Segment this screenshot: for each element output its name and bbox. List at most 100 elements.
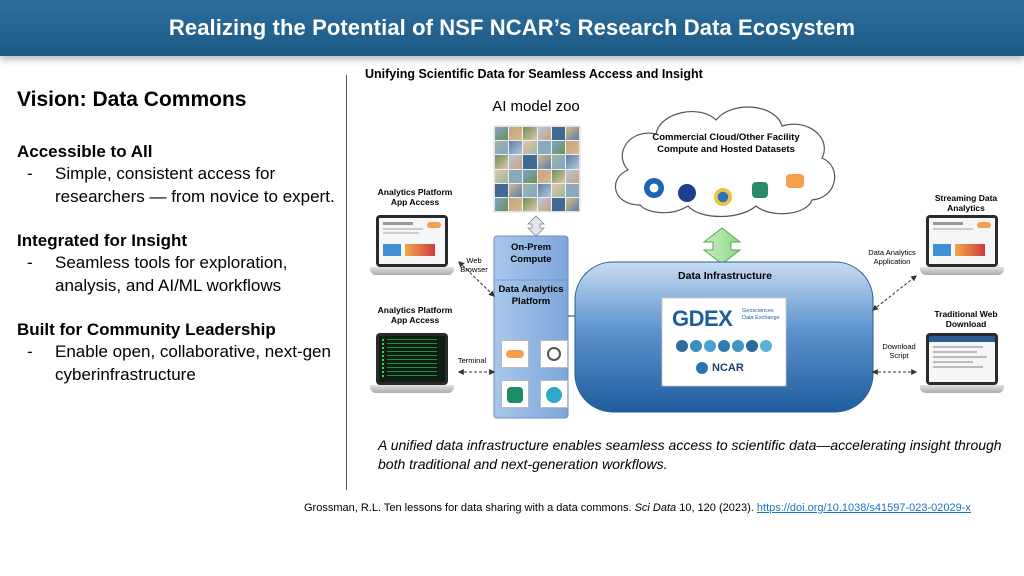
- bullet-item: - Seamless tools for exploration, analys…: [17, 251, 342, 297]
- model-thumbnail: [551, 141, 565, 155]
- bullet-text: Enable open, collaborative, next-gen cyb…: [55, 342, 331, 384]
- model-thumbnail: [537, 155, 551, 169]
- platform-tile-workflow: [540, 380, 568, 408]
- bullet-text: Simple, consistent access for researcher…: [55, 164, 335, 206]
- model-thumbnail: [537, 183, 551, 197]
- model-thumbnail: [565, 197, 579, 211]
- section-integrated: Integrated for Insight - Seamless tools …: [17, 231, 342, 297]
- data-analytics-platform-label: Data Analytics Platform: [498, 284, 564, 307]
- model-thumbnail: [523, 197, 537, 211]
- gdex-wordmark: GDEX: [672, 306, 733, 331]
- model-thumbnail: [495, 183, 509, 197]
- title-bar: Realizing the Potential of NSF NCAR’s Re…: [0, 0, 1024, 56]
- reference-text: Grossman, R.L. Ten lessons for data shar…: [304, 502, 635, 514]
- model-thumbnail: [551, 169, 565, 183]
- model-thumbnail: [495, 141, 509, 155]
- model-thumbnail: [551, 183, 565, 197]
- model-thumbnail: [523, 127, 537, 141]
- model-thumbnail: [509, 155, 523, 169]
- model-thumbnail: [565, 183, 579, 197]
- cloud-logo-icon: [752, 182, 768, 198]
- nsf-small-logo-icon: [696, 362, 708, 374]
- ai-model-zoo-grid: [493, 125, 581, 213]
- vertical-divider: [346, 75, 347, 490]
- model-thumbnail: [495, 127, 509, 141]
- model-thumbnail: [509, 127, 523, 141]
- traditional-download-label: Traditional Web Download: [934, 309, 998, 329]
- model-thumbnail: [537, 169, 551, 183]
- model-thumbnail: [495, 169, 509, 183]
- section-title: Built for Community Leadership: [17, 320, 276, 339]
- data-analytics-application-label: Data Analytics Application: [868, 248, 916, 266]
- section-title: Integrated for Insight: [17, 231, 187, 250]
- platform-tile-jupyter: [501, 340, 529, 368]
- cloud-infra-arrow: [702, 227, 742, 265]
- gdex-icon: [760, 340, 772, 352]
- jupyter-logo-icon: [786, 174, 804, 188]
- reference-journal: Sci Data: [634, 502, 677, 514]
- platform-tile-pangeo: [501, 380, 529, 408]
- left-panel: Vision: Data Commons Accessible to All -…: [17, 88, 342, 409]
- gdex-logo: GDEX Geosciences Data Exchange: [672, 306, 780, 332]
- noaa-logo-icon: [644, 178, 664, 198]
- section-community: Built for Community Leadership - Enable …: [17, 320, 342, 386]
- nasa-logo-icon: [678, 184, 696, 202]
- onprem-compute-label: On-Prem Compute: [510, 242, 552, 265]
- ai-model-zoo-label: AI model zoo: [492, 98, 580, 115]
- server-logo-icon: [547, 347, 561, 361]
- gdex-icon: [718, 340, 730, 352]
- gdex-icon: [690, 340, 702, 352]
- vision-heading: Vision: Data Commons: [17, 88, 247, 111]
- bullet-dash: -: [27, 253, 33, 272]
- model-thumbnail: [509, 169, 523, 183]
- laptop-terminal: [370, 333, 454, 401]
- bullet-dash: -: [27, 164, 33, 183]
- model-thumbnail: [537, 141, 551, 155]
- gdex-icon: [676, 340, 688, 352]
- gdex-icon: [746, 340, 758, 352]
- section-accessible: Accessible to All - Simple, consistent a…: [17, 142, 342, 208]
- model-thumbnail: [565, 155, 579, 169]
- ncar-wordmark: NCAR: [712, 362, 744, 374]
- laptop-traditional: [920, 333, 1004, 401]
- model-thumbnail: [509, 141, 523, 155]
- nsf-logo-icon: [714, 188, 732, 206]
- cloud-label: Commercial Cloud/Other Facility Compute …: [652, 132, 800, 155]
- section-title: Accessible to All: [17, 142, 153, 161]
- ncar-logo: NCAR: [696, 362, 760, 376]
- web-browser-label: Web Browser: [460, 256, 488, 274]
- model-thumbnail: [551, 127, 565, 141]
- platform-column-shape: [493, 235, 569, 419]
- model-thumbnail: [523, 141, 537, 155]
- diagram-caption: A unified data infrastructure enables se…: [378, 437, 1002, 472]
- model-thumbnail: [565, 169, 579, 183]
- reference-volume: 10, 120 (2023).: [676, 502, 757, 514]
- pangeo-logo-icon: [507, 387, 523, 403]
- bullet-dash: -: [27, 342, 33, 361]
- model-thumbnail: [565, 141, 579, 155]
- reference-link[interactable]: https://doi.org/10.1038/s41597-023-02029…: [756, 502, 971, 514]
- gdex-icon: [704, 340, 716, 352]
- model-thumbnail: [523, 169, 537, 183]
- bullet-item: - Enable open, collaborative, next-gen c…: [17, 340, 342, 386]
- model-thumbnail: [509, 197, 523, 211]
- model-thumbnail: [551, 197, 565, 211]
- model-thumbnail: [551, 155, 565, 169]
- page-title: Realizing the Potential of NSF NCAR’s Re…: [168, 15, 856, 40]
- cloud-shape: [614, 106, 836, 217]
- data-infrastructure-label: Data Infrastructure: [678, 270, 772, 282]
- analytics-platform-label-top: Analytics Platform App Access: [377, 187, 453, 207]
- diagram-subtitle: Unifying Scientific Data for Seamless Ac…: [365, 67, 703, 81]
- model-thumbnail: [565, 127, 579, 141]
- gdex-icon-row: [676, 340, 776, 354]
- laptop-streaming: [920, 215, 1004, 283]
- model-thumbnail: [523, 155, 537, 169]
- gdex-subtitle: Geosciences Data Exchange: [742, 308, 780, 321]
- platform-tile-cloud: [540, 340, 568, 368]
- model-thumbnail: [523, 183, 537, 197]
- analytics-platform-label-bottom: Analytics Platform App Access: [377, 305, 453, 325]
- model-thumbnail: [495, 197, 509, 211]
- model-thumbnail: [509, 183, 523, 197]
- gdex-icon: [732, 340, 744, 352]
- terminal-label: Terminal: [457, 356, 487, 365]
